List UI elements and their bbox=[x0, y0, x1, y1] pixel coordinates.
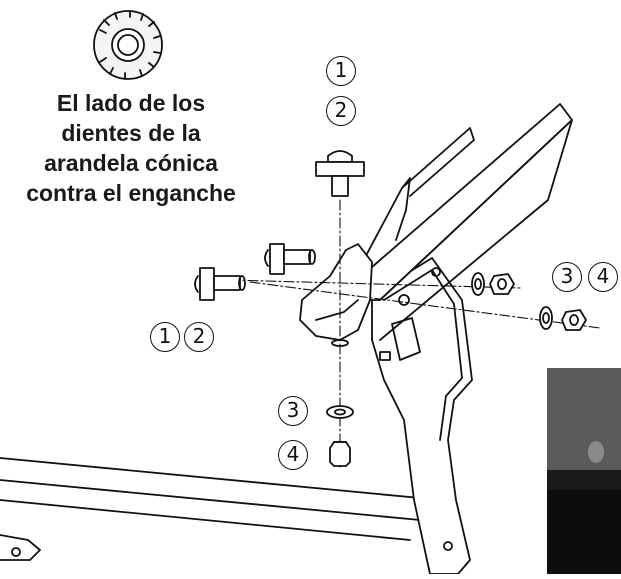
caption-line-2: dientes de la bbox=[61, 120, 201, 146]
right-nut-upper bbox=[489, 273, 515, 295]
toothed-washer-icon bbox=[93, 10, 163, 80]
right-washer-lower bbox=[539, 306, 553, 330]
caption-line-1: El lado de los bbox=[56, 90, 206, 116]
right-washer-upper bbox=[471, 272, 485, 296]
callout-top-2: 2 bbox=[326, 96, 356, 126]
bottom-washer bbox=[326, 405, 354, 419]
frame-beam bbox=[0, 457, 421, 561]
carriage-bolt-left-lower bbox=[194, 267, 246, 301]
callout-bottom-3: 3 bbox=[278, 396, 308, 426]
callout-left-2: 2 bbox=[184, 322, 214, 352]
right-nut-lower bbox=[561, 309, 587, 331]
tongue-channel bbox=[299, 103, 573, 347]
hitch-plate bbox=[371, 257, 473, 575]
callout-left-1: 1 bbox=[150, 322, 180, 352]
photo-inset bbox=[547, 368, 621, 574]
washer-orientation-caption: El lado de los dientes de la arandela có… bbox=[0, 88, 262, 208]
callout-bottom-4: 4 bbox=[278, 440, 308, 470]
carriage-bolt-top bbox=[315, 150, 365, 197]
callout-right-3: 3 bbox=[552, 262, 582, 292]
caption-line-3: arandela cónica bbox=[44, 150, 218, 176]
callout-right-4: 4 bbox=[588, 262, 618, 292]
caption-line-4: contra el enganche bbox=[26, 180, 236, 206]
bottom-nut bbox=[329, 441, 351, 467]
callout-top-1: 1 bbox=[326, 56, 356, 86]
carriage-bolt-left-upper bbox=[264, 243, 316, 275]
